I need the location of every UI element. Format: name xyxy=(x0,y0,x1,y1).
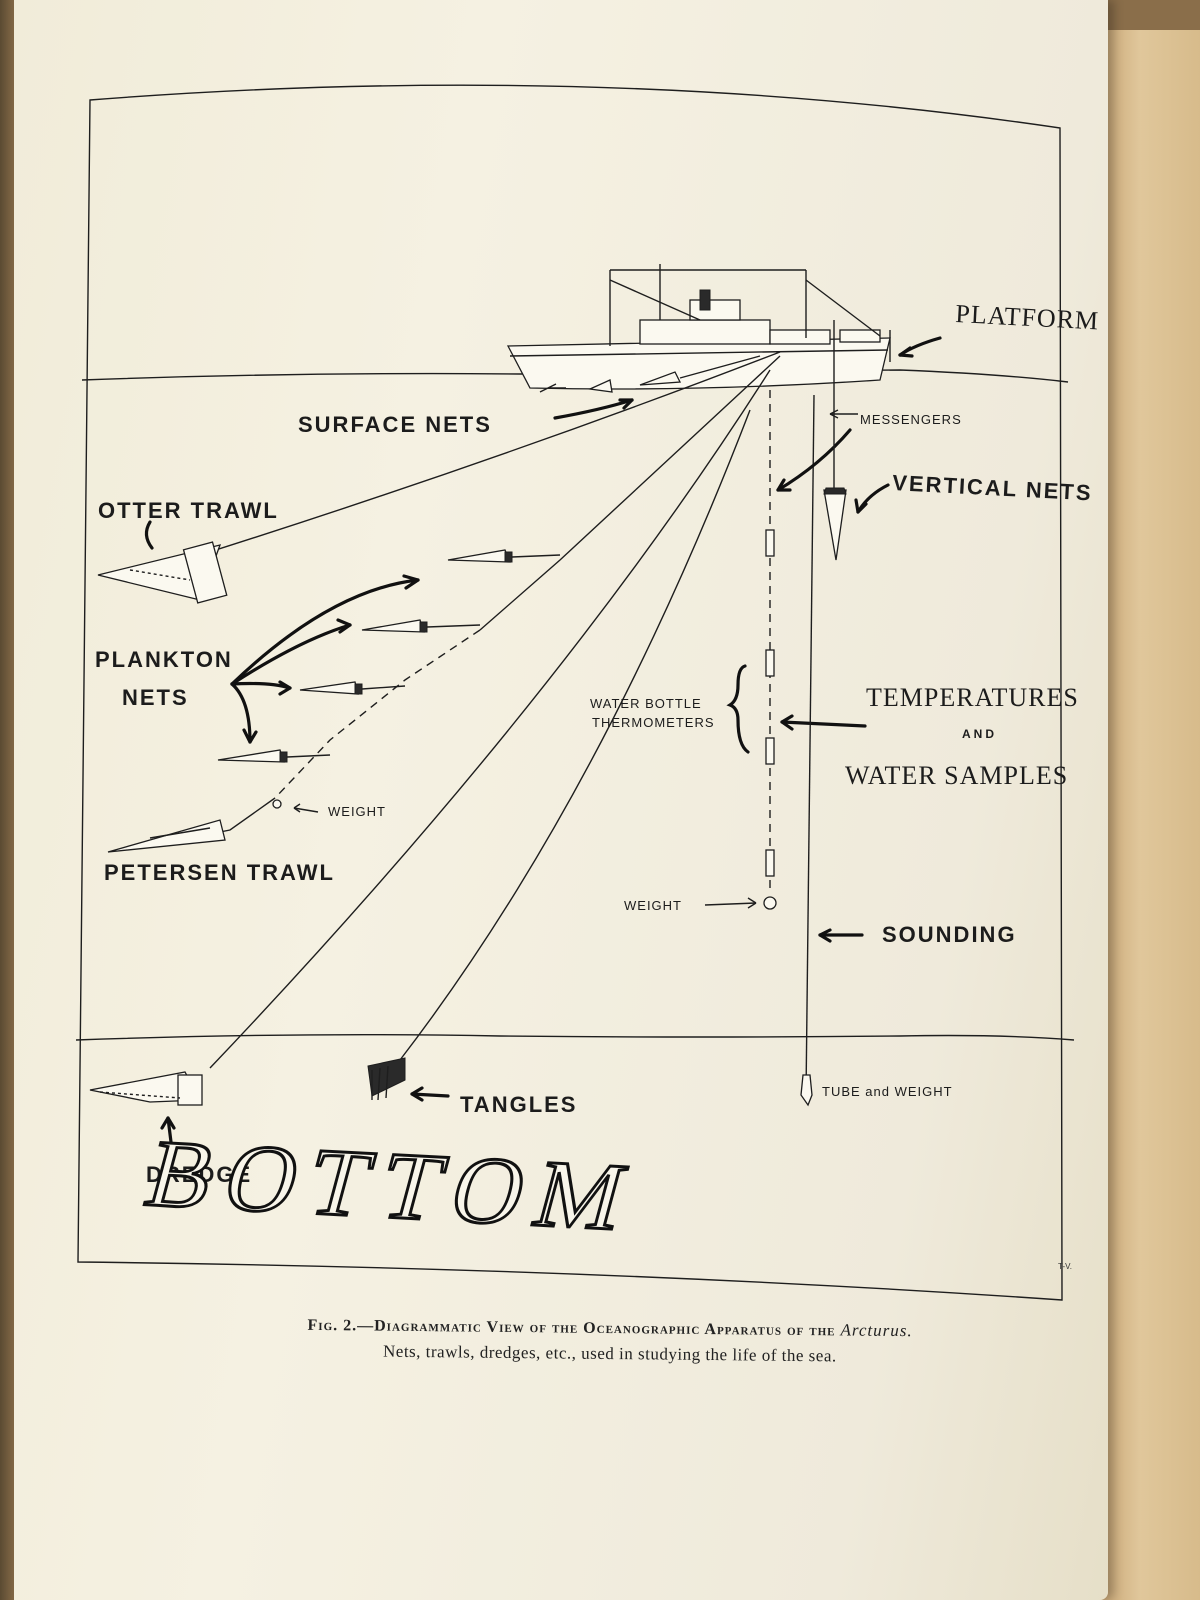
label-thermometers: THERMOMETERS xyxy=(592,715,715,730)
weight-center-bob xyxy=(763,896,777,910)
dredge-net xyxy=(89,1071,203,1106)
label-temperatures: TEMPERATURES xyxy=(866,683,1079,712)
tangles-mop xyxy=(367,1057,406,1101)
label-sounding: SOUNDING xyxy=(882,922,1017,947)
book-spine xyxy=(0,0,16,1600)
dredge-arrow xyxy=(166,1116,174,1152)
label-weight-center: WEIGHT xyxy=(624,898,682,913)
label-water-bottle: WATER BOTTLE xyxy=(590,696,702,711)
label-surface-nets: SURFACE NETS xyxy=(298,412,492,437)
label-bottom: BOTTOM xyxy=(136,1119,651,1250)
tube-and-weight xyxy=(800,1074,813,1107)
label-water-samples: WATER SAMPLES xyxy=(845,761,1068,790)
label-nets: NETS xyxy=(122,685,189,710)
label-petersen-trawl: PETERSEN TRAWL xyxy=(104,860,335,885)
label-plankton: PLANKTON xyxy=(95,647,233,672)
petersen-trawl-net xyxy=(107,819,226,853)
label-vertical-nets: VERTICAL NETS xyxy=(892,470,1093,505)
otter-trawl-net xyxy=(97,541,228,604)
tangles-line xyxy=(399,409,751,1061)
label-weight-left: WEIGHT xyxy=(328,804,386,819)
facing-page-edge xyxy=(1100,30,1200,1600)
book-page xyxy=(14,0,1108,1600)
ship xyxy=(506,264,891,393)
label-dredge: DREDGE xyxy=(146,1162,252,1187)
label-platform: PLATFORM xyxy=(955,299,1100,335)
surface-nets-arrow xyxy=(553,398,634,420)
weight-left-bob xyxy=(272,799,282,809)
tangles-arrow xyxy=(410,1092,450,1098)
otter-trawl-line xyxy=(199,351,781,556)
label-and: AND xyxy=(962,727,997,741)
caption-title: Fig. 2.—Diagrammatic View of the Oceanog… xyxy=(307,1316,836,1340)
plankton-arrows xyxy=(230,574,420,744)
label-tube-and-weight: TUBE and WEIGHT xyxy=(822,1084,953,1099)
plankton-line xyxy=(479,355,781,631)
artist-initials: T-V. xyxy=(1058,1262,1072,1271)
temperatures-arrow xyxy=(780,720,867,728)
vertical-net xyxy=(823,489,847,561)
sounding-line xyxy=(805,394,815,1096)
sea-bottom-line xyxy=(75,1033,1075,1041)
caption-ship-name: Arcturus. xyxy=(840,1320,913,1341)
diagram-frame xyxy=(77,84,1063,1301)
label-messengers: MESSENGERS xyxy=(860,412,962,427)
plankton-nets xyxy=(217,549,561,763)
messengers-arrow xyxy=(776,428,852,492)
label-tangles: TANGLES xyxy=(460,1092,577,1117)
label-otter-trawl: OTTER TRAWL xyxy=(98,498,279,523)
otter-trawl-arrow xyxy=(144,520,154,550)
figure-caption: Fig. 2.—Diagrammatic View of the Oceanog… xyxy=(170,1313,1050,1368)
dredge-line xyxy=(209,369,771,1069)
surface-nets xyxy=(587,355,761,393)
